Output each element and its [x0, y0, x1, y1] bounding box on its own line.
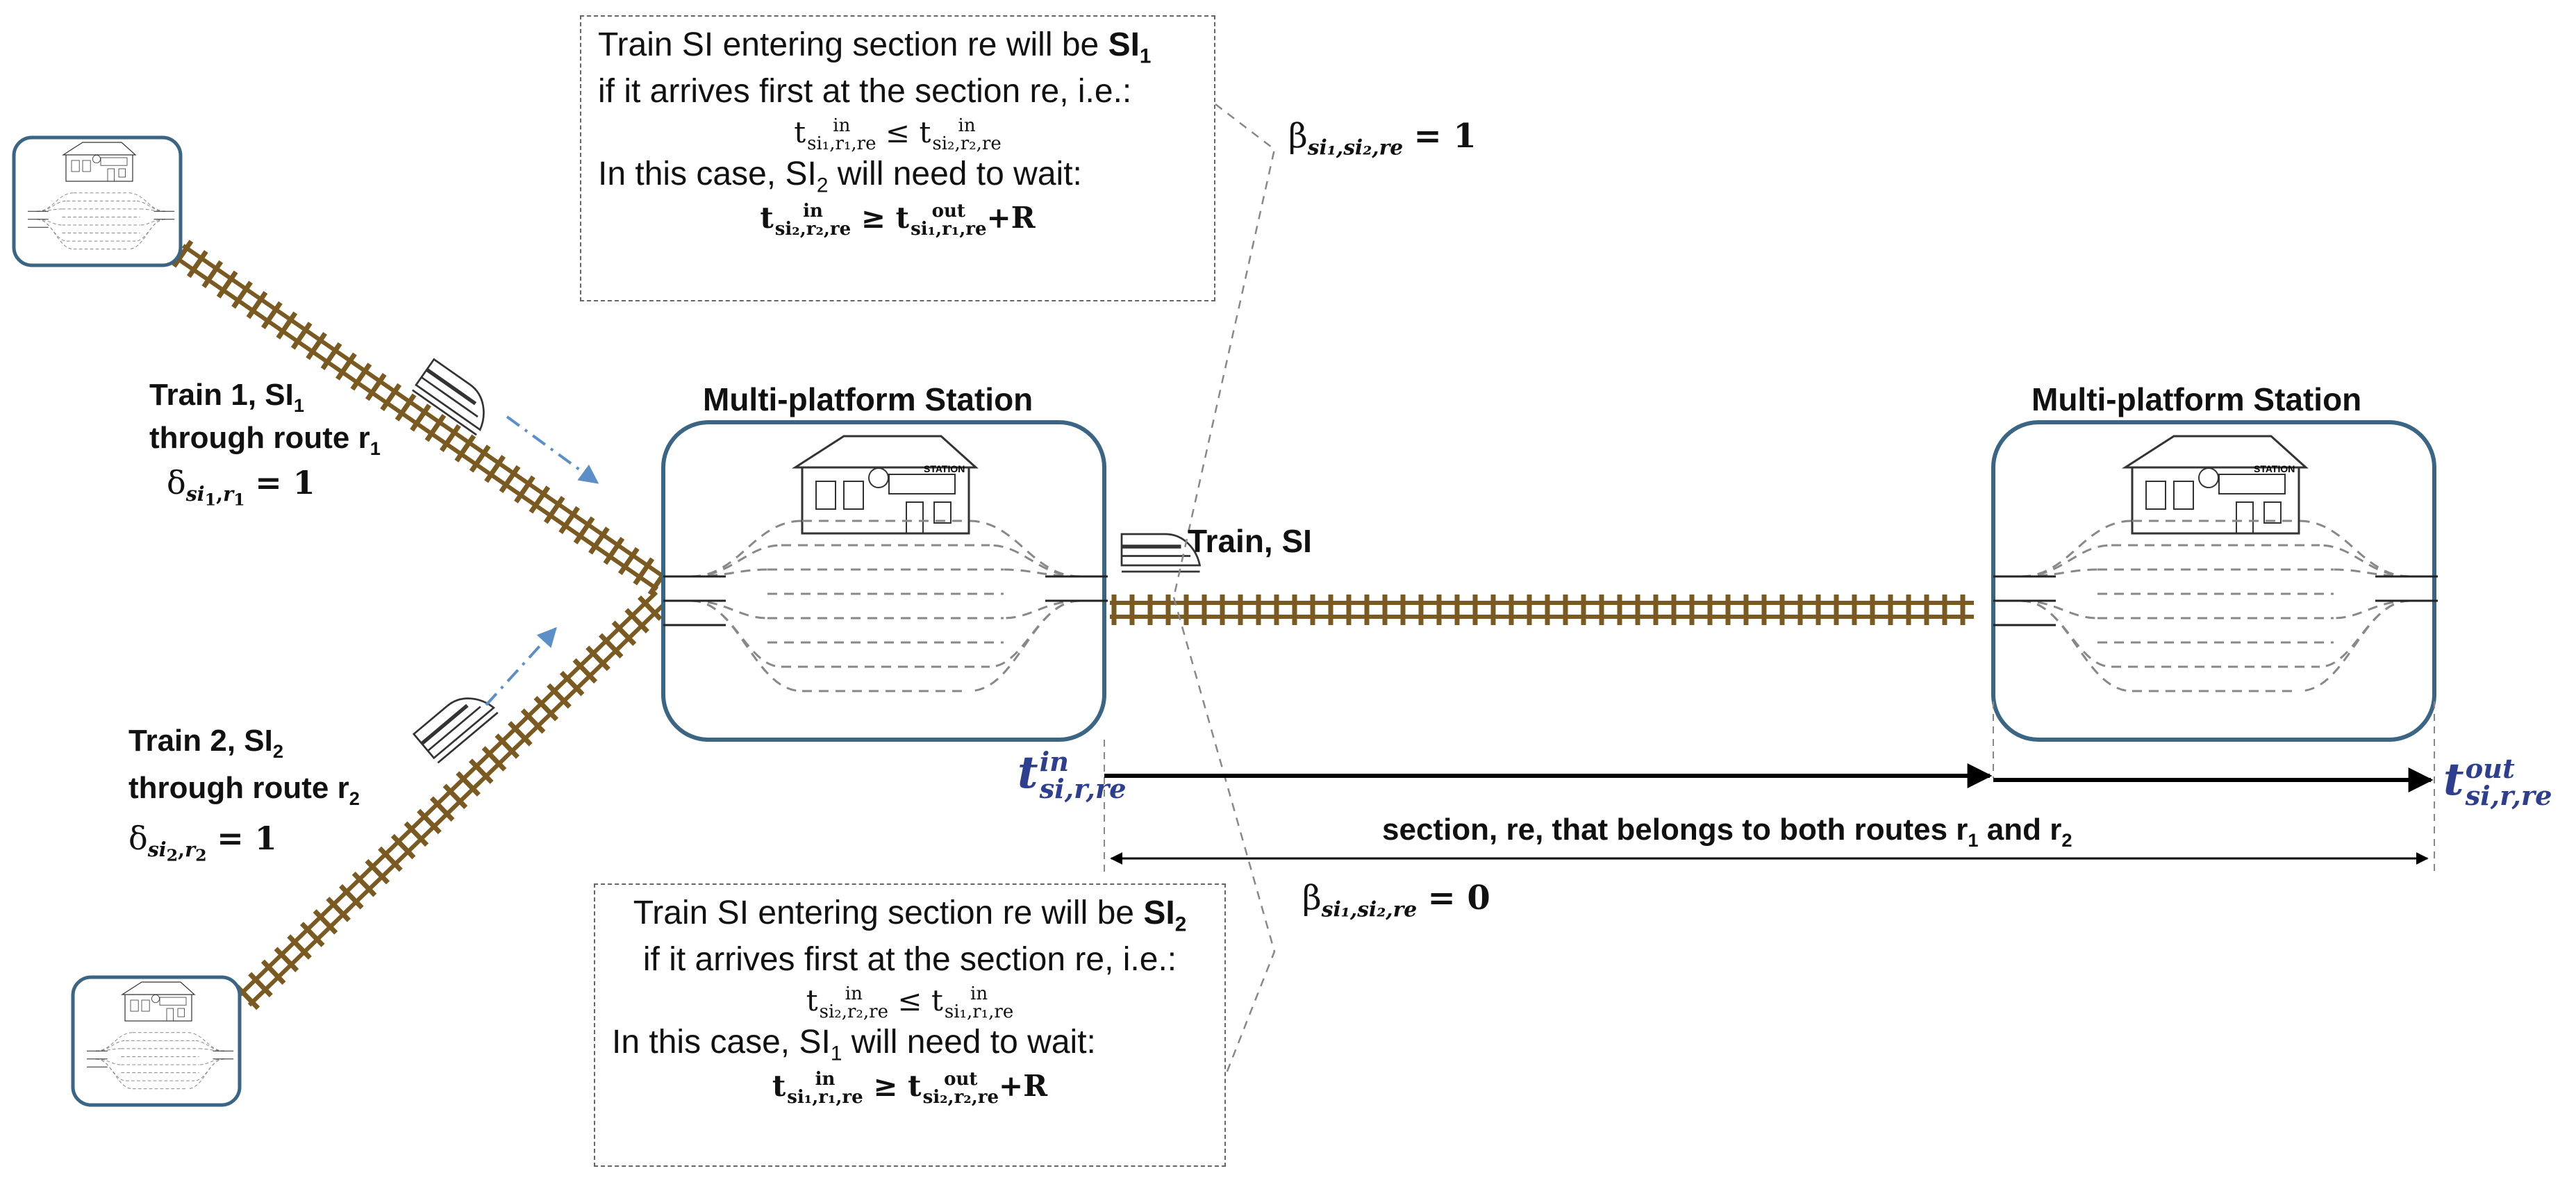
callout-lines	[1172, 103, 1276, 1084]
beta-top: βsi₁,si₂,re = 1	[1288, 117, 1477, 160]
track-segment-upper	[172, 240, 670, 596]
station-left-title: Multi-platform Station	[703, 381, 1033, 417]
train-1-delta: δsi1,r1 = 1	[167, 464, 315, 510]
train-1-label: Train 1, SI1	[149, 378, 305, 416]
train-1-direction-arrow	[506, 415, 599, 484]
small-station-bottom	[71, 975, 242, 1107]
note-top: Train SI entering section re will be SI1…	[580, 15, 1215, 301]
train-2-route-label: through route r2	[128, 771, 360, 809]
reference-lines	[1104, 701, 2435, 872]
station-left	[661, 420, 1109, 742]
note-top-line1: Train SI entering section re will be SI1	[598, 26, 1152, 68]
train-2-delta: δsi2,r2 = 1	[128, 820, 277, 865]
train-si-label: Train, SI	[1188, 523, 1312, 559]
train-1-route-label: through route r1	[149, 421, 381, 459]
note-top-line4: In this case, SI2 will need to wait:	[598, 155, 1082, 197]
station-right-title: Multi-platform Station	[2031, 381, 2362, 417]
note-bottom-line4: In this case, SI1 will need to wait:	[612, 1023, 1096, 1065]
train-2-label: Train 2, SI2	[128, 724, 284, 762]
note-bottom-line2: if it arrives first at the section re, i…	[642, 941, 1177, 979]
station-left-sign: STATION	[924, 463, 965, 474]
track-segment-main	[1110, 595, 1974, 625]
train-1-icon	[413, 359, 498, 435]
station-right-sign: STATION	[2254, 463, 2295, 474]
station-right	[1991, 420, 2439, 742]
section-label: section, re, that belongs to both routes…	[1382, 813, 2072, 851]
beta-bottom: βsi₁,si₂,re = 0	[1302, 879, 1490, 922]
note-top-line2: if it arrives first at the section re, i…	[598, 73, 1132, 110]
train-2-direction-arrow	[485, 626, 557, 706]
small-station-top	[12, 135, 183, 267]
note-bottom-line1: Train SI entering section re will be SI2	[633, 895, 1187, 936]
note-bottom: Train SI entering section re will be SI2…	[594, 883, 1226, 1167]
